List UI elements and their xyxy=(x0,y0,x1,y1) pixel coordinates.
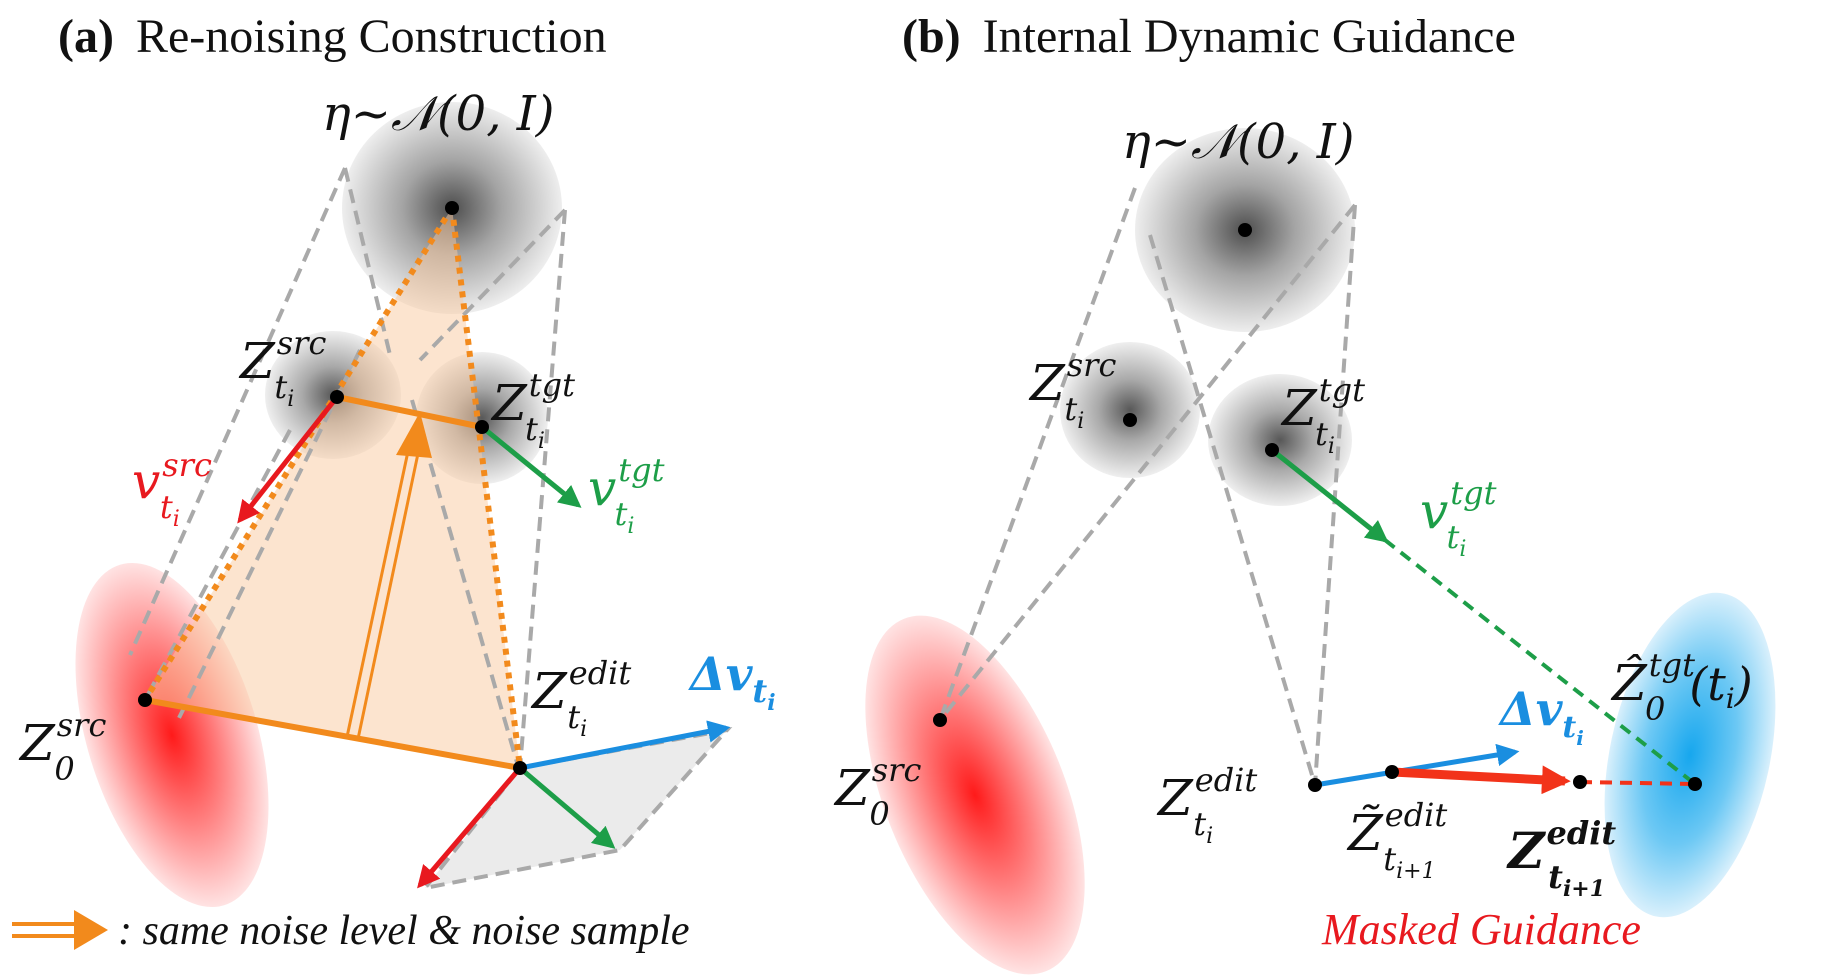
target-distribution-b xyxy=(1604,592,1776,918)
vtgt-arrow-b xyxy=(1270,448,1389,543)
zsrc-0-point-a xyxy=(138,693,152,707)
panel-b: (b) Internal Dynamic Guidance η~𝒩(0, I) xyxy=(833,10,1776,975)
noise-label-a: η~𝒩(0, I) xyxy=(322,86,554,142)
noise-label-b: η~𝒩(0, I) xyxy=(1122,114,1354,170)
noise-point-a xyxy=(445,201,459,215)
zsrc-0-point-b xyxy=(933,713,947,727)
ztgt-ti-ball-b xyxy=(1208,374,1352,506)
dashed-guides-a xyxy=(128,167,567,769)
panel-b-tag: (b) xyxy=(902,10,961,63)
zsrc-ti-point-b xyxy=(1123,413,1137,427)
label-delta-v-b: Δvti xyxy=(1498,682,1584,750)
legend-text: : same noise level & noise sample xyxy=(118,908,690,954)
renoise-triangle xyxy=(145,208,520,768)
ztgt-ti-point-b xyxy=(1265,443,1279,457)
legend-double-arrow-icon xyxy=(12,910,108,950)
src-edit-line xyxy=(144,697,521,771)
zsrc-ti-ball-b xyxy=(1060,342,1200,478)
panel-b-title: (b) Internal Dynamic Guidance xyxy=(902,10,1516,63)
ztgt-ti-point-a xyxy=(475,420,489,434)
legend: : same noise level & noise sample xyxy=(12,908,690,954)
zedit-next-point xyxy=(1573,775,1587,789)
vtgt-arrow-a xyxy=(480,425,582,508)
dotted-noise-paths-a xyxy=(142,206,523,769)
zhat-tgt-point xyxy=(1688,777,1702,791)
vsrc-arrow-edit xyxy=(417,766,522,889)
masked-guidance-arrow xyxy=(1391,765,1571,795)
masked-guidance-caption: Masked Guidance xyxy=(1321,905,1641,954)
vsrc-arrow-a xyxy=(237,395,339,524)
label-delta-v-a: Δvti xyxy=(688,647,776,716)
vtgt-arrow-edit xyxy=(518,766,616,849)
source-distribution-b xyxy=(865,615,1085,975)
noise-point-b xyxy=(1238,223,1252,237)
panel-a-title: (a) Re-noising Construction xyxy=(58,10,607,63)
panel-a-title-text: Re-noising Construction xyxy=(136,10,607,63)
vtgt-extension-b xyxy=(1383,538,1697,786)
ztilde-edit-point xyxy=(1385,765,1399,779)
zedit-ti-point-a xyxy=(513,761,527,775)
dashed-guides-b xyxy=(938,187,1357,786)
panel-a: (a) Re-noising Construction η~𝒩(0, I) xyxy=(12,10,776,954)
zedit-ti-point-b xyxy=(1308,778,1322,792)
panel-b-title-text: Internal Dynamic Guidance xyxy=(983,10,1516,63)
src-tgt-line xyxy=(336,394,483,430)
delta-v-arrow-a xyxy=(519,720,731,771)
panel-a-tag: (a) xyxy=(58,10,114,63)
same-noise-double-arrow xyxy=(345,412,432,740)
delta-v-arrow-b xyxy=(1314,743,1520,788)
zsrc-ti-point-a xyxy=(330,390,344,404)
